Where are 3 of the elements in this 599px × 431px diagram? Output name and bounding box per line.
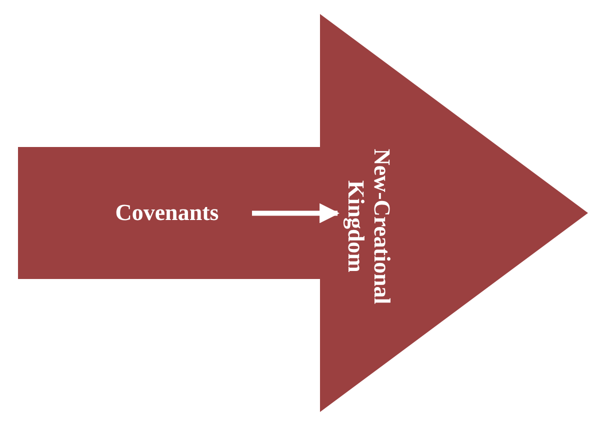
vertical-label: New-Creational Kingdom (342, 130, 394, 321)
arrow (252, 203, 340, 224)
label: Covenants (92, 200, 242, 226)
